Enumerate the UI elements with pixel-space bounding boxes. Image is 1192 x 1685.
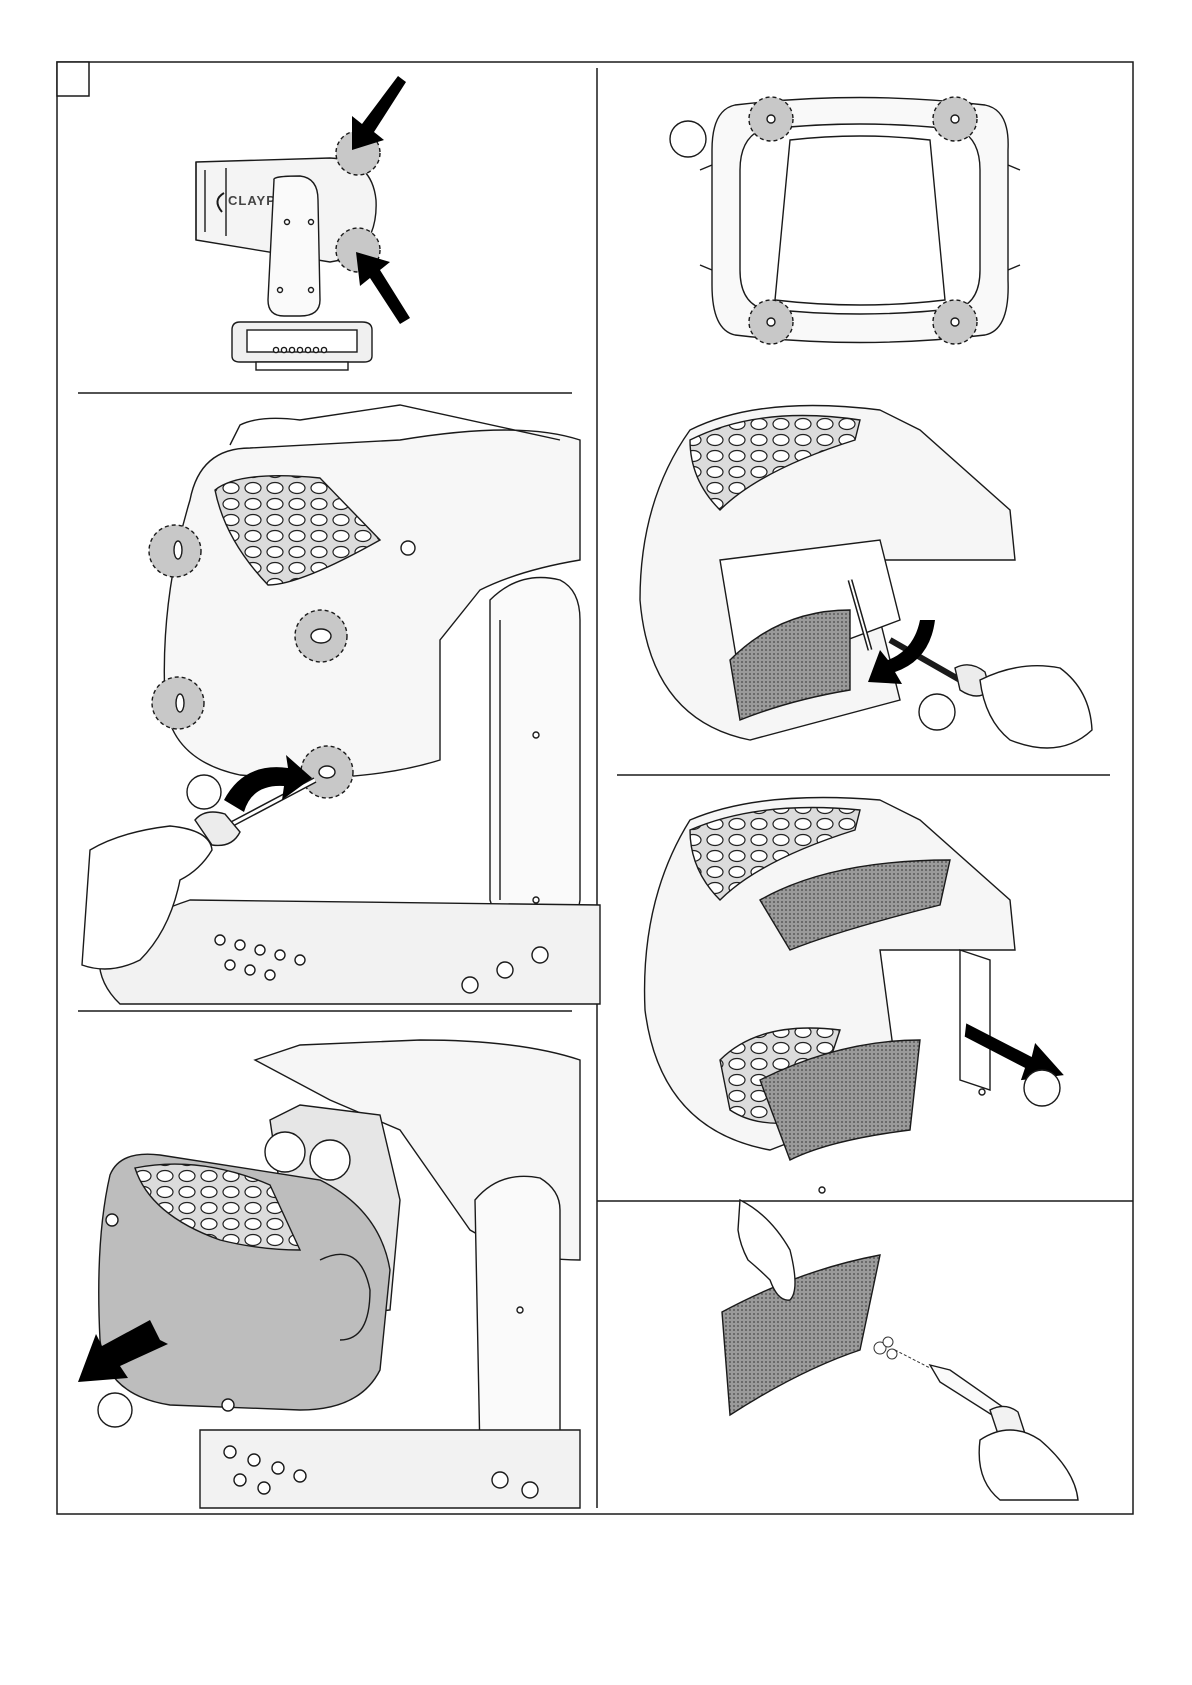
pointer-arrow-top bbox=[352, 76, 406, 150]
air-puff-icon bbox=[874, 1337, 930, 1368]
page-corner-tab bbox=[57, 62, 89, 96]
step-marker-unscrew bbox=[187, 775, 221, 809]
step-marker-screw-positions bbox=[670, 121, 706, 157]
panel-remove-filters bbox=[645, 798, 1015, 1194]
panel-remove-cover bbox=[99, 1040, 580, 1508]
panel-cover-screw-positions bbox=[700, 97, 1020, 344]
step-marker-unscrew-frame bbox=[919, 694, 955, 730]
panel-fixture-side-view: CLAYPAKY bbox=[196, 131, 380, 370]
step-marker-remove-cover bbox=[98, 1393, 132, 1427]
panel-unscrew-cover bbox=[82, 405, 600, 1004]
panel-clean-filter bbox=[722, 1200, 1078, 1500]
filter-mesh-sheet bbox=[722, 1255, 880, 1415]
pointer-arrow-bottom bbox=[356, 252, 410, 324]
panel-unscrew-filter-frame bbox=[640, 406, 1092, 749]
step-marker-remove-filters bbox=[1024, 1070, 1060, 1106]
